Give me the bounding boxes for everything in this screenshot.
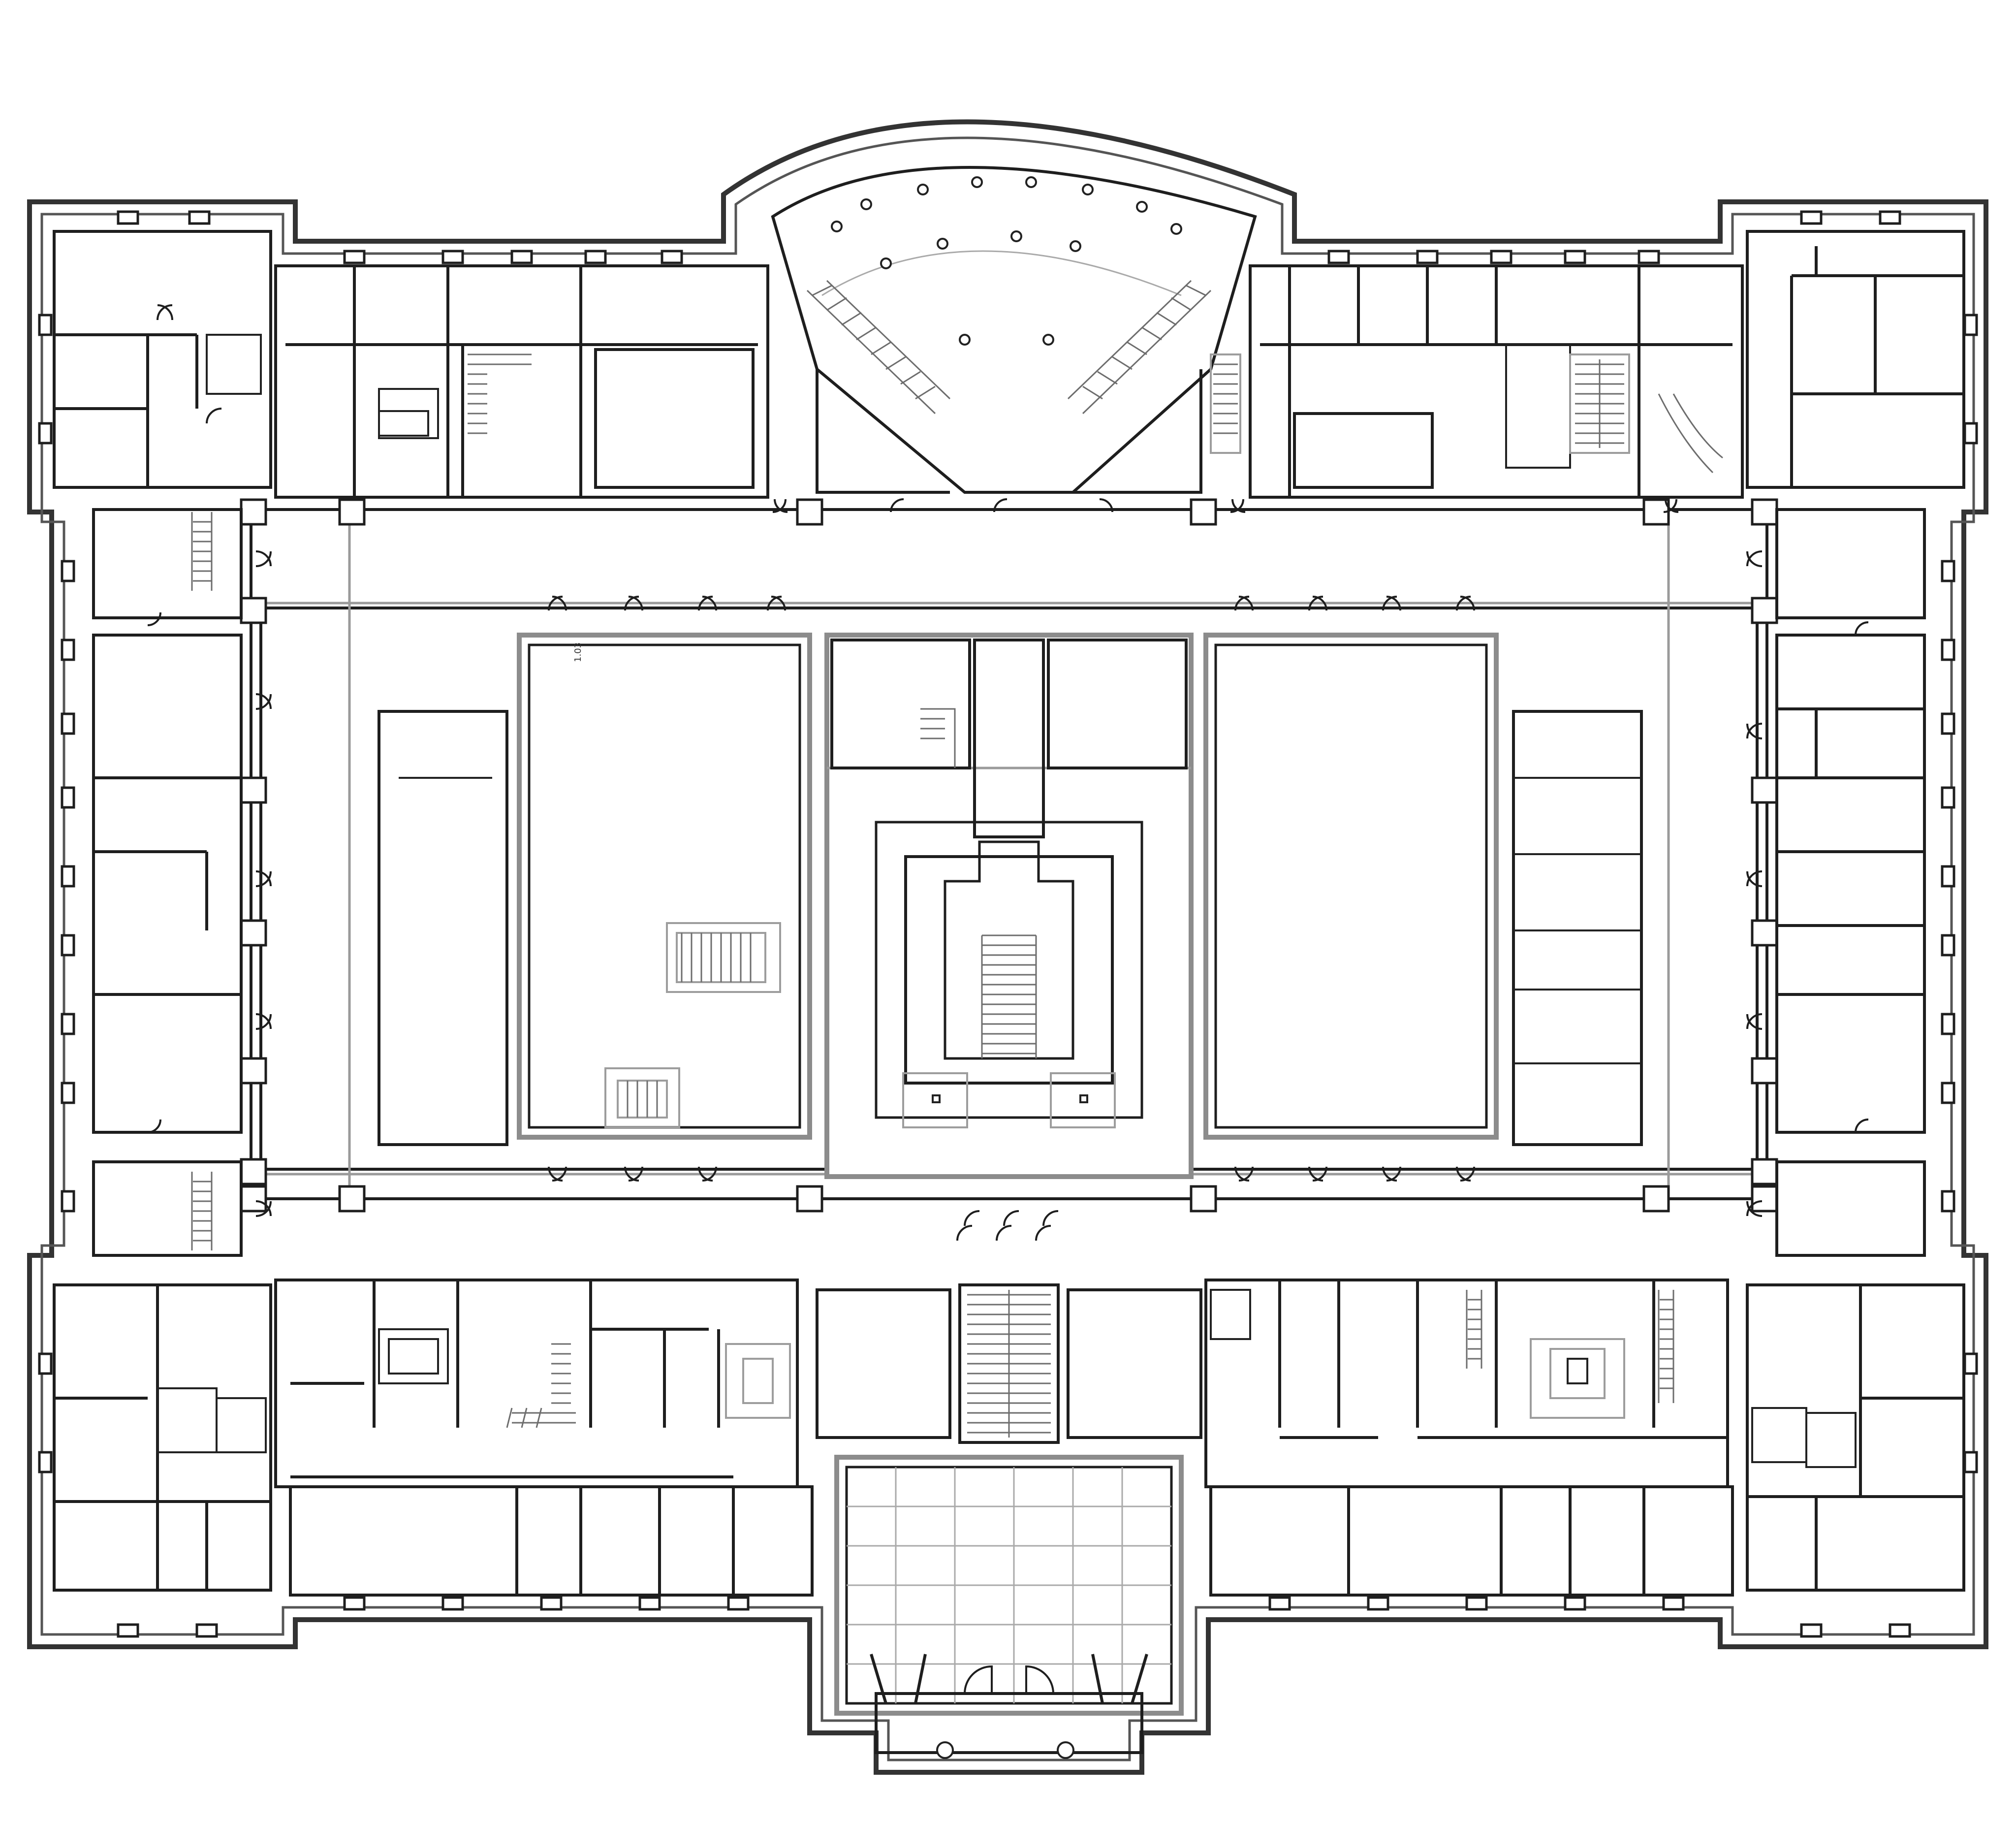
south-right-stair-b bbox=[1530, 1338, 1625, 1419]
central-stair-block bbox=[824, 633, 1194, 1179]
south-left-gray-stair bbox=[725, 1343, 791, 1419]
lecture-hall-stair-right bbox=[1067, 280, 1212, 415]
north-stair-gray bbox=[1210, 353, 1241, 454]
window-marks-bottom bbox=[117, 1596, 1911, 1638]
north-right-spiral-stair bbox=[1658, 393, 1723, 474]
entrance-hall-grid bbox=[847, 1467, 1171, 1703]
right-offices-strip bbox=[1512, 710, 1643, 1146]
north-left-stair bbox=[468, 353, 532, 434]
grand-stair-treads bbox=[981, 934, 1037, 1058]
north-wing-rooms bbox=[53, 230, 1965, 499]
left-courtyard: 1.03 bbox=[378, 633, 812, 1146]
room-number-label: 1.03 bbox=[573, 642, 583, 662]
north-right-stair bbox=[1569, 353, 1630, 454]
west-wing-rooms bbox=[92, 508, 243, 1257]
corridor-ring bbox=[240, 498, 1778, 1213]
courtyard-stair-lower bbox=[604, 1067, 680, 1128]
east-wing-rooms bbox=[1775, 508, 1926, 1257]
west-stair-upper bbox=[191, 512, 213, 591]
lecture-hall-seating-columns bbox=[831, 176, 1182, 346]
entrance-hall bbox=[834, 1210, 1184, 1759]
entrance-porch bbox=[870, 1654, 1148, 1759]
entrance-doors bbox=[956, 1210, 1059, 1694]
right-courtyard bbox=[1203, 633, 1643, 1146]
lecture-hall bbox=[771, 166, 1257, 494]
south-left-stair bbox=[506, 1343, 576, 1428]
door-swings bbox=[147, 304, 1869, 1217]
south-wing-rooms bbox=[53, 1279, 1965, 1597]
south-right-stair-a bbox=[1466, 1290, 1482, 1369]
south-right-stair-c bbox=[1658, 1290, 1674, 1403]
window-marks-top bbox=[117, 210, 1901, 264]
west-stair-lower bbox=[191, 1172, 213, 1250]
window-marks-right bbox=[1941, 314, 1978, 1473]
lecture-hall-stair-left bbox=[806, 280, 951, 415]
window-marks-left bbox=[38, 314, 75, 1473]
courtyard-stair-upper bbox=[666, 922, 781, 993]
entrance-stair bbox=[958, 1283, 1060, 1444]
building-outline bbox=[27, 119, 1988, 1775]
